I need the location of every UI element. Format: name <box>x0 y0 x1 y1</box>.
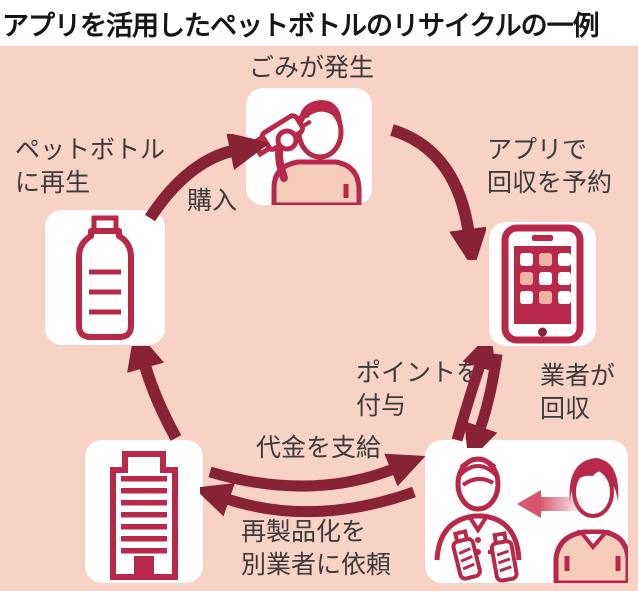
office-building-icon <box>110 451 178 580</box>
card-recycled-bottle <box>45 210 165 345</box>
label-remake-line2: 別業者に依頼 <box>241 551 392 579</box>
label-trash-generated: ごみが発生 <box>249 54 375 82</box>
label-app-reserve-line2: 回収を予約 <box>487 169 613 197</box>
label-collector-collects: 業者が 回収 <box>540 360 615 426</box>
label-recycled-line2: に再生 <box>15 169 91 197</box>
arrow-payment-and-remake <box>200 453 426 518</box>
card-remanufacturer <box>85 440 203 583</box>
label-recycled-to-bottle: ペットボトル に再生 <box>15 134 165 200</box>
label-points-awarded: ポイントを 付与 <box>356 357 481 423</box>
arrow-recycle-up <box>127 346 182 441</box>
collector-receiving-bottles-icon <box>434 456 628 583</box>
page-title: アプリを活用したペットボトルのリサイクルの一例 <box>2 11 600 41</box>
label-points-line2: 付与 <box>356 392 407 420</box>
label-points-line1: ポイントを <box>356 359 482 387</box>
label-remanufacture-request: 再製品化を 別業者に依頼 <box>241 516 391 582</box>
label-collector-line1: 業者が <box>540 362 616 390</box>
label-remake-line1: 再製品化を <box>241 518 367 546</box>
arrow-purchase <box>144 134 270 222</box>
card-collector-handover <box>425 440 628 583</box>
pet-bottle-icon <box>76 215 134 340</box>
label-recycled-line1: ペットボトル <box>15 136 166 164</box>
label-app-reserve-line1: アプリで <box>487 136 588 164</box>
card-app-reserve <box>489 222 596 346</box>
label-payment-provided: 代金を支給 <box>256 434 382 462</box>
smartphone-app-icon <box>501 224 584 344</box>
label-collector-line2: 回収 <box>540 395 591 423</box>
label-app-reserve: アプリで 回収を予約 <box>487 134 612 200</box>
arrow-points-and-collect <box>451 346 503 448</box>
arrow-app-reserve <box>390 124 486 260</box>
label-purchase: 購入 <box>187 187 238 215</box>
